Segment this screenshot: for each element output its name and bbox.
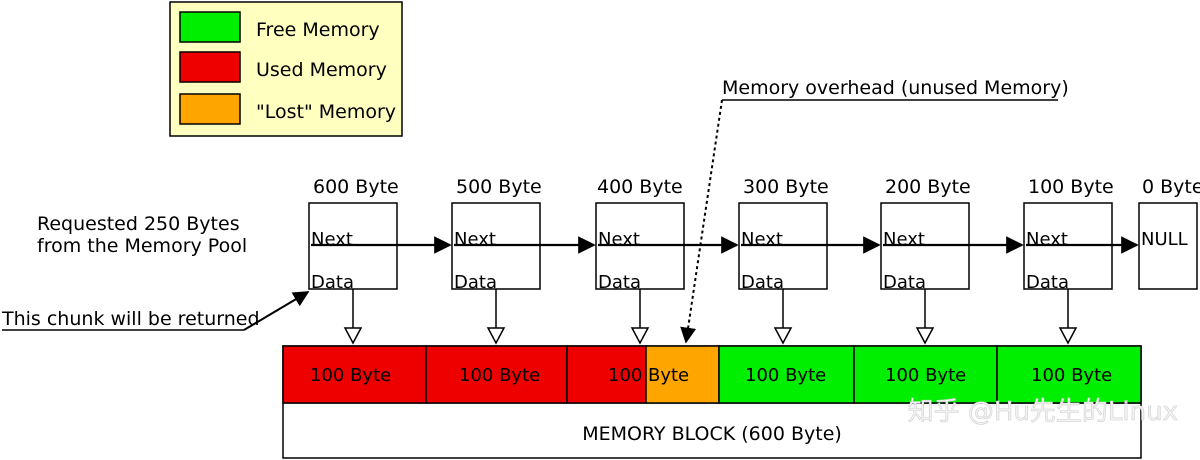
node-size-label: 400 Byte bbox=[597, 176, 683, 198]
node-next-label: Next bbox=[454, 229, 496, 250]
segment-used-partial bbox=[566, 345, 647, 404]
list-node: 300 Byte Next Data bbox=[738, 176, 829, 293]
legend-swatch-free bbox=[179, 11, 241, 43]
data-arrow bbox=[630, 289, 650, 345]
list-node: 100 Byte Next Data bbox=[1023, 176, 1114, 293]
null-node: 0 Byte NULL bbox=[1138, 176, 1200, 290]
overhead-label: Memory overhead (unused Memory) bbox=[722, 77, 1069, 99]
list-node: 400 Byte Next Data bbox=[595, 176, 685, 293]
segment-label: Byte bbox=[648, 365, 689, 386]
node-next-label: Next bbox=[311, 229, 353, 250]
watermark: 知乎 @Hu先生的Linux bbox=[908, 397, 1178, 427]
node-size-label: 300 Byte bbox=[743, 176, 829, 198]
request-label-line2: from the Memory Pool bbox=[37, 235, 247, 257]
null-node-label: NULL bbox=[1141, 229, 1188, 250]
list-node: 600 Byte Next Data bbox=[308, 176, 399, 293]
segment-label: 100 Byte bbox=[745, 365, 826, 386]
request-label-line1: Requested 250 Bytes bbox=[37, 213, 240, 235]
return-label: This chunk will be returned bbox=[1, 308, 260, 330]
node-data-label: Data bbox=[741, 272, 784, 293]
overhead-annotation: Memory overhead (unused Memory) bbox=[680, 77, 1069, 344]
segment-label: 100 Byte bbox=[459, 365, 540, 386]
node-next-label: Next bbox=[883, 229, 925, 250]
overhead-arrow bbox=[680, 99, 723, 344]
node-next-label: Next bbox=[598, 229, 640, 250]
segment-label: 100 Byte bbox=[310, 365, 391, 386]
node-data-label: Data bbox=[598, 272, 641, 293]
data-arrow bbox=[486, 289, 506, 345]
legend-label-used: Used Memory bbox=[256, 59, 387, 81]
node-next-label: Next bbox=[741, 229, 783, 250]
node-data-label: Data bbox=[311, 272, 354, 293]
segment-label: 100 bbox=[608, 365, 642, 386]
node-data-label: Data bbox=[454, 272, 497, 293]
segment-free bbox=[718, 345, 855, 404]
node-size-label: 600 Byte bbox=[313, 176, 399, 198]
node-list: 600 Byte Next Data 500 Byte Next Data 40… bbox=[308, 176, 1200, 293]
node-size-label: 100 Byte bbox=[1028, 176, 1114, 198]
legend-swatch-used bbox=[179, 51, 241, 83]
legend: Free Memory Used Memory "Lost" Memory bbox=[169, 1, 403, 137]
null-node-size-label: 0 Byte bbox=[1142, 176, 1200, 198]
legend-label-free: Free Memory bbox=[256, 19, 380, 41]
data-pointer-arrows bbox=[343, 289, 1078, 345]
segment-free bbox=[853, 345, 998, 404]
legend-swatch-lost bbox=[179, 93, 241, 125]
segment-free bbox=[996, 345, 1142, 404]
node-data-label: Data bbox=[1026, 272, 1069, 293]
legend-label-lost: "Lost" Memory bbox=[256, 101, 396, 123]
memory-block: 100 Byte 100 Byte 100 Byte 100 Byte 100 … bbox=[282, 345, 1142, 459]
segment-label: 100 Byte bbox=[885, 365, 966, 386]
null-node-box bbox=[1138, 202, 1198, 290]
node-next-label: Next bbox=[1026, 229, 1068, 250]
memory-block-label: MEMORY BLOCK (600 Byte) bbox=[582, 423, 842, 445]
node-size-label: 200 Byte bbox=[885, 176, 971, 198]
segment-label: 100 Byte bbox=[1031, 365, 1112, 386]
return-annotation: This chunk will be returned bbox=[1, 291, 310, 331]
data-arrow bbox=[773, 289, 793, 345]
data-arrow bbox=[343, 289, 363, 345]
list-node: 500 Byte Next Data bbox=[451, 176, 542, 293]
node-size-label: 500 Byte bbox=[456, 176, 542, 198]
data-arrow bbox=[1058, 289, 1078, 345]
return-arrow bbox=[243, 291, 310, 331]
segment-lost bbox=[645, 345, 720, 404]
list-node: 200 Byte Next Data bbox=[880, 176, 971, 293]
data-arrow bbox=[915, 289, 935, 345]
segment-used bbox=[282, 345, 427, 404]
node-data-label: Data bbox=[883, 272, 926, 293]
